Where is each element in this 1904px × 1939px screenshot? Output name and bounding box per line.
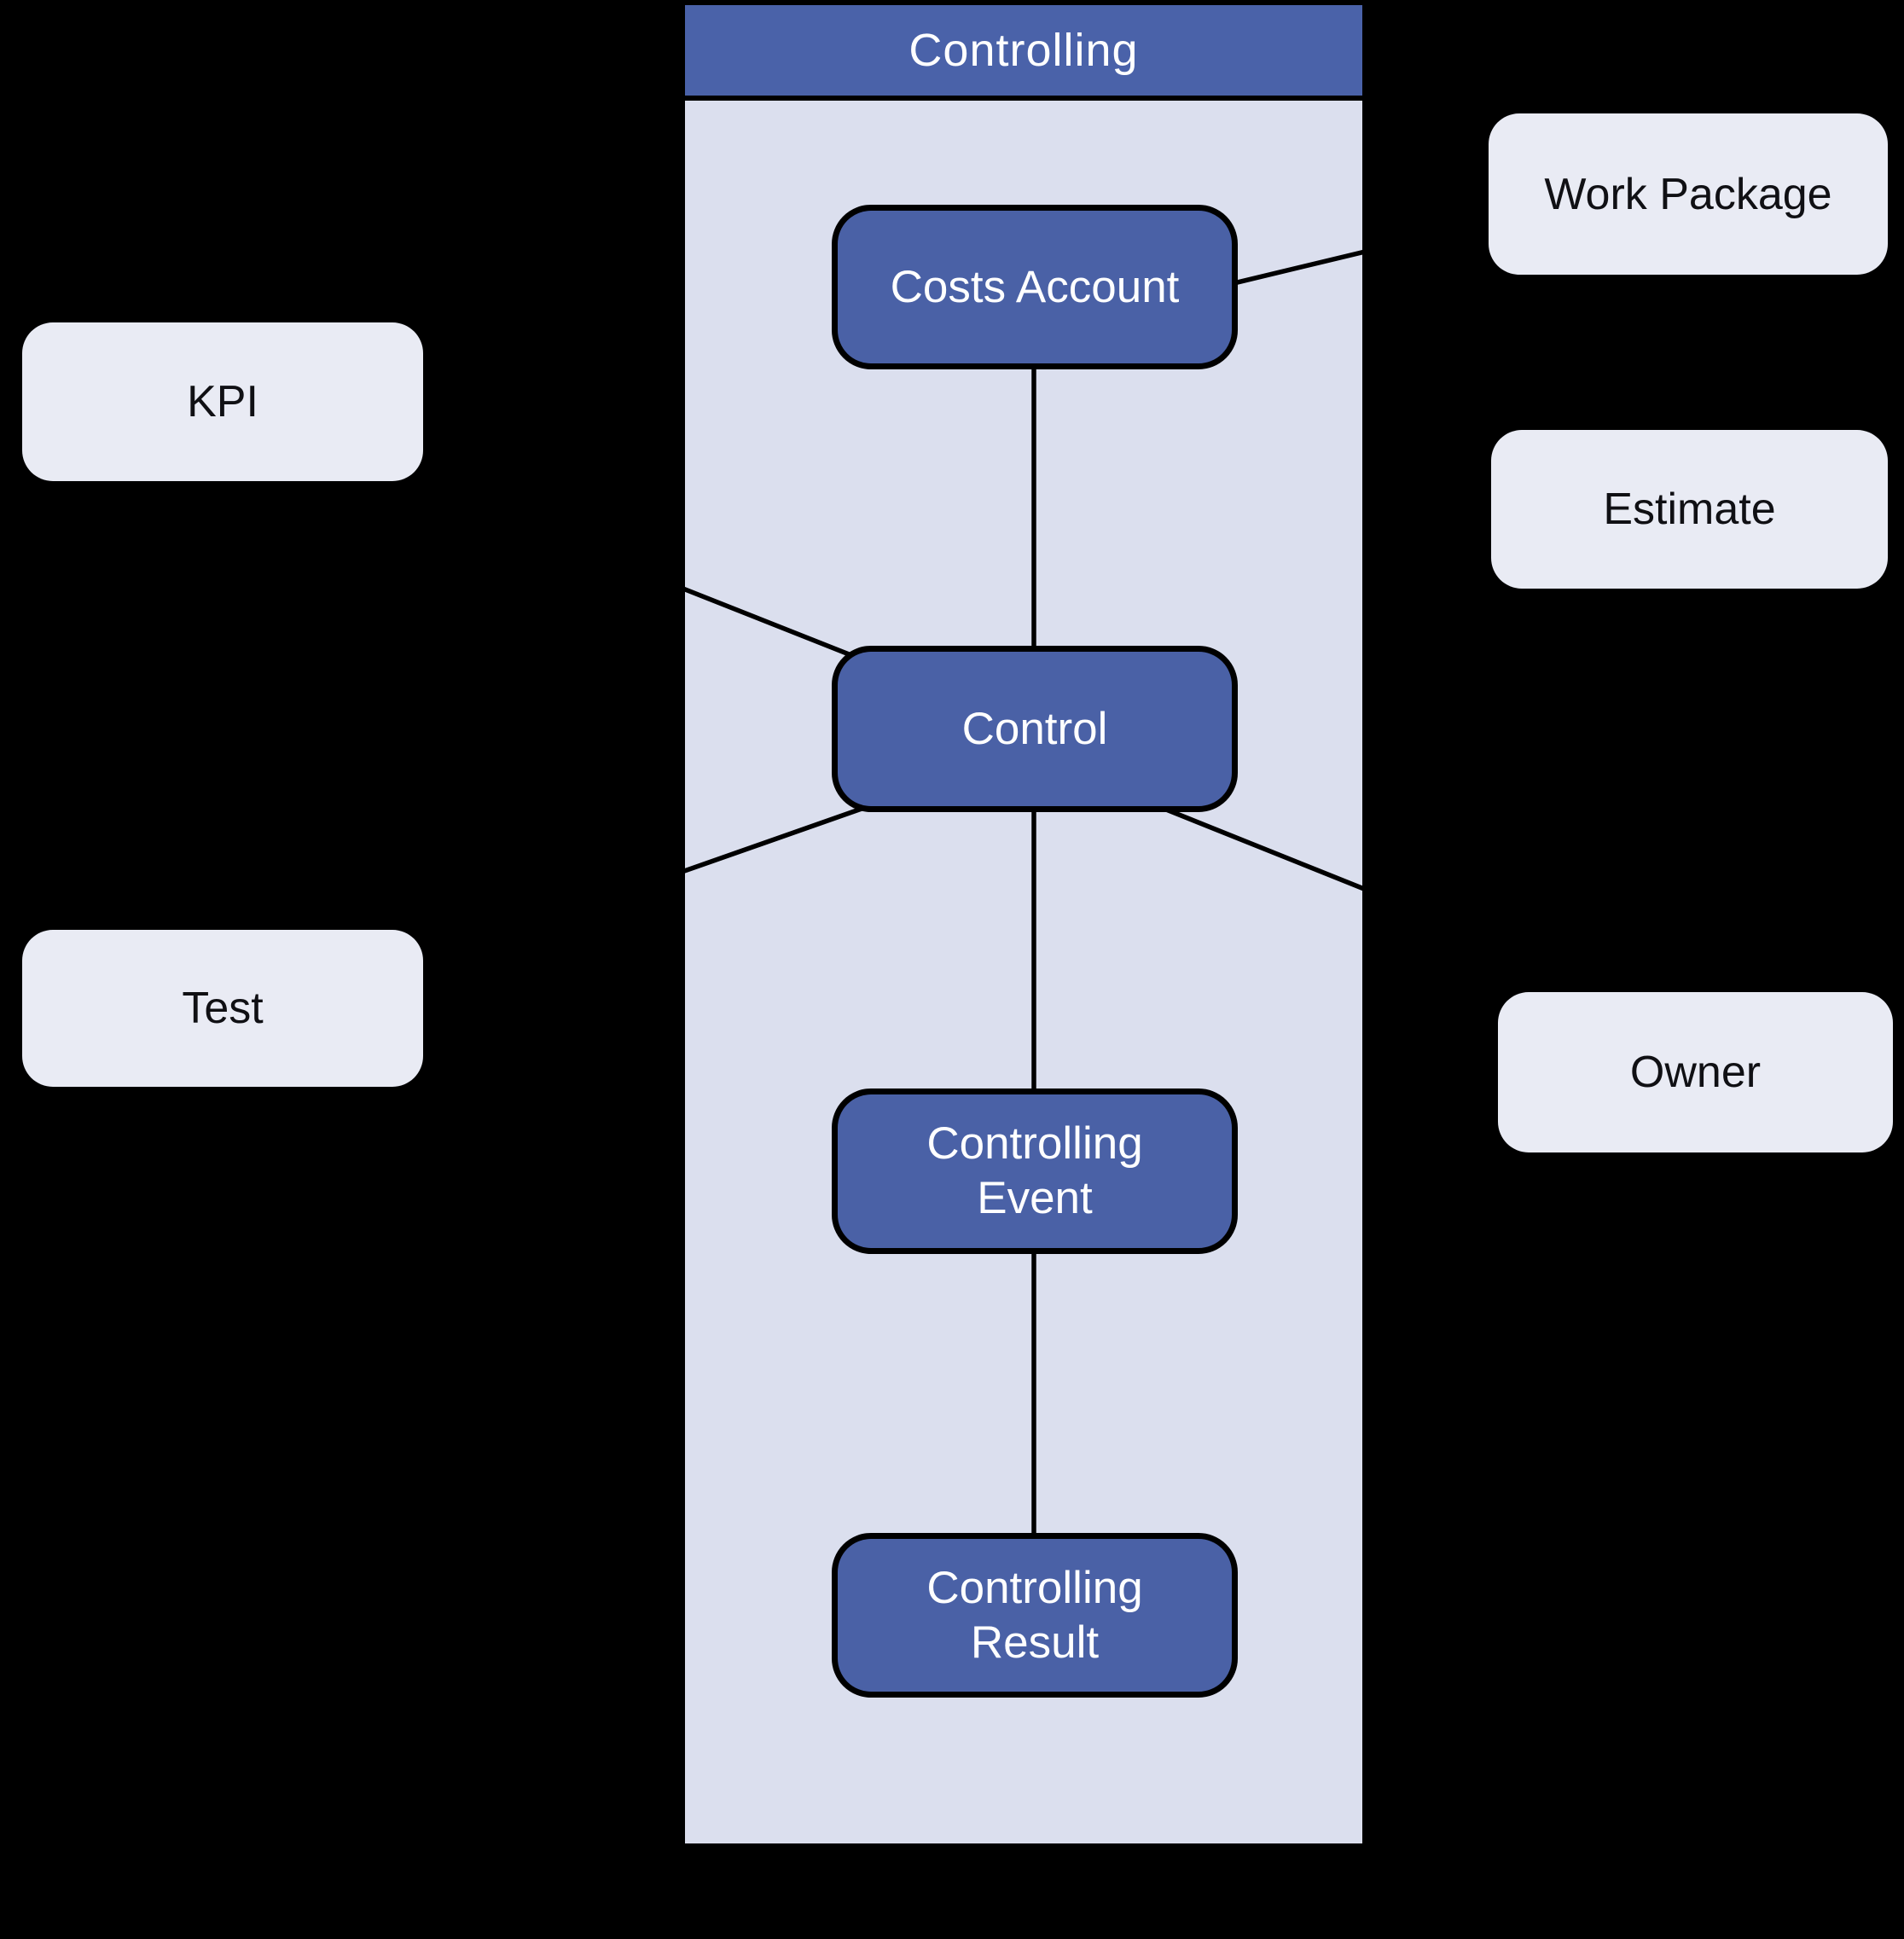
node-control[interactable]: Control: [832, 646, 1238, 812]
node-controlling-result-label-line2: Result: [970, 1617, 1100, 1668]
node-controlling-event-label-line2: Event: [977, 1173, 1093, 1223]
node-controlling-result-label-line1: Controlling: [926, 1562, 1143, 1613]
node-control-label: Control: [961, 703, 1108, 754]
entity-estimate-label: Estimate: [1603, 485, 1776, 534]
node-controlling-result[interactable]: Controlling Result: [832, 1533, 1238, 1698]
node-controlling-event[interactable]: Controlling Event: [832, 1089, 1238, 1254]
entity-test-label: Test: [182, 984, 264, 1033]
lane-title: Controlling: [908, 25, 1139, 76]
entity-work-package[interactable]: Work Package: [1489, 113, 1888, 275]
node-costs-account-label: Costs Account: [890, 261, 1180, 312]
lane-header: Controlling: [685, 5, 1362, 101]
entity-kpi[interactable]: KPI: [22, 322, 423, 481]
entity-work-package-label: Work Package: [1544, 169, 1832, 219]
entity-kpi-label: KPI: [187, 377, 258, 427]
node-costs-account[interactable]: Costs Account: [832, 205, 1238, 369]
entity-owner-label: Owner: [1629, 1048, 1762, 1097]
entity-owner[interactable]: Owner: [1498, 992, 1893, 1152]
entity-test[interactable]: Test: [22, 930, 423, 1087]
node-controlling-event-label-line1: Controlling: [926, 1118, 1143, 1169]
diagram-canvas: Controlling Costs Account Control Contro…: [22, 0, 1893, 1849]
entity-estimate[interactable]: Estimate: [1491, 430, 1888, 589]
